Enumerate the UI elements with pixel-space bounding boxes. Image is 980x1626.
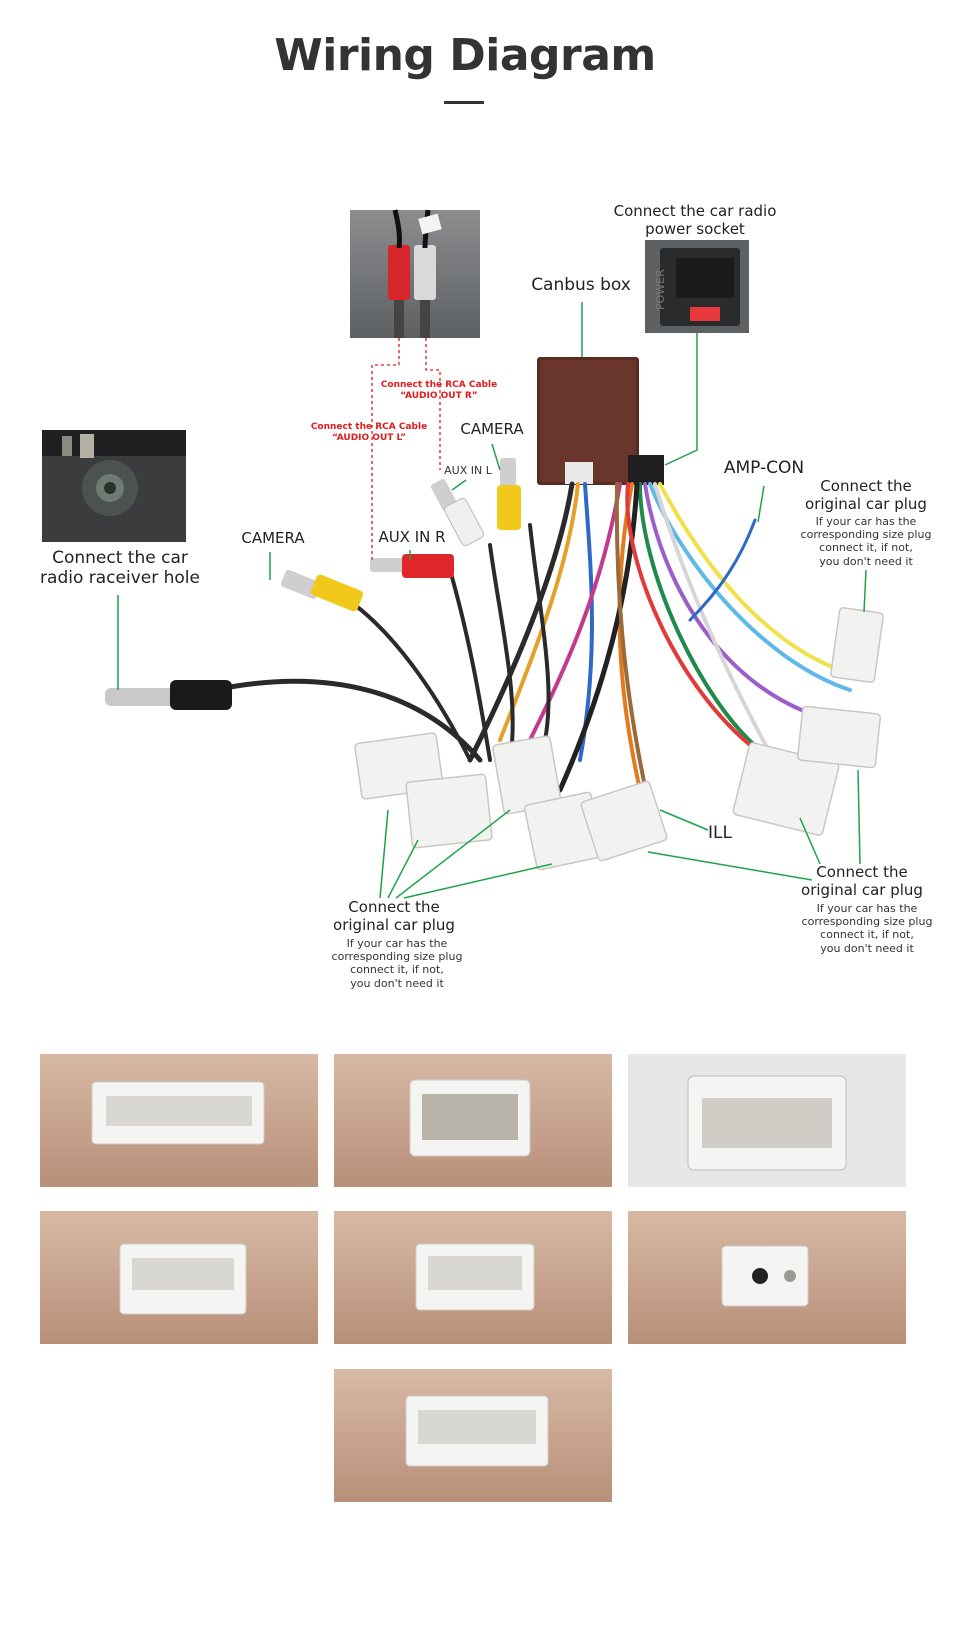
plug-right-bottom-note: If your car has the corresponding size p… (801, 902, 933, 955)
camera-top-label: CAMERA (460, 420, 524, 438)
harness-connectors (354, 607, 884, 871)
rca-out-l-label: Connect the RCA Cable “AUDIO OUT L” (310, 422, 428, 443)
rca-out-r-label: Connect the RCA Cable “AUDIO OUT R” (380, 380, 498, 401)
plug-right-top-note: If your car has the corresponding size p… (800, 515, 932, 568)
connector-photo-7 (334, 1369, 612, 1502)
canbus-box-label: Canbus box (531, 275, 631, 295)
camera-plug-top (497, 458, 521, 530)
camera-plug-left (280, 569, 364, 612)
canbus-box (537, 357, 664, 485)
aux-in-r-plug (370, 554, 454, 578)
plug-right-top-title: Connect the original car plug (805, 477, 927, 513)
connector-photo-3 (628, 1054, 906, 1187)
antenna-plug (105, 680, 232, 710)
connector-photo-4 (40, 1211, 318, 1344)
connector-photo-1 (40, 1054, 318, 1187)
wire-harness (227, 481, 852, 812)
connector-photo-5 (334, 1211, 612, 1344)
power-socket-photo: POWER (645, 240, 749, 333)
receiver-hole-label: Connect the car radio raceiver hole (40, 548, 200, 589)
title-underline (444, 101, 484, 104)
aux-in-l-plug (430, 479, 485, 547)
camera-left-label: CAMERA (241, 529, 305, 547)
plug-center-title: Connect the original car plug (333, 898, 455, 934)
page-title: Wiring Diagram (274, 30, 656, 81)
connector-photos (40, 1054, 906, 1502)
ill-label: ILL (708, 823, 732, 843)
connector-photo-2 (334, 1054, 612, 1187)
green-leaders (117, 302, 867, 899)
plug-center-note: If your car has the corresponding size p… (331, 937, 463, 990)
rca-leaders (371, 338, 441, 560)
receiver-hole-photo (42, 430, 186, 542)
rca-audio-out-photo (350, 209, 480, 338)
connector-photo-6 (628, 1211, 906, 1344)
power-socket-label: Connect the car radio power socket (613, 202, 777, 238)
svg-text:POWER: POWER (654, 269, 667, 310)
aux-in-r-label: AUX IN R (378, 528, 446, 546)
plug-right-bottom-title: Connect the original car plug (801, 863, 923, 899)
amp-con-label: AMP-CON (723, 458, 805, 478)
aux-in-l-label: AUX IN L (444, 464, 492, 477)
